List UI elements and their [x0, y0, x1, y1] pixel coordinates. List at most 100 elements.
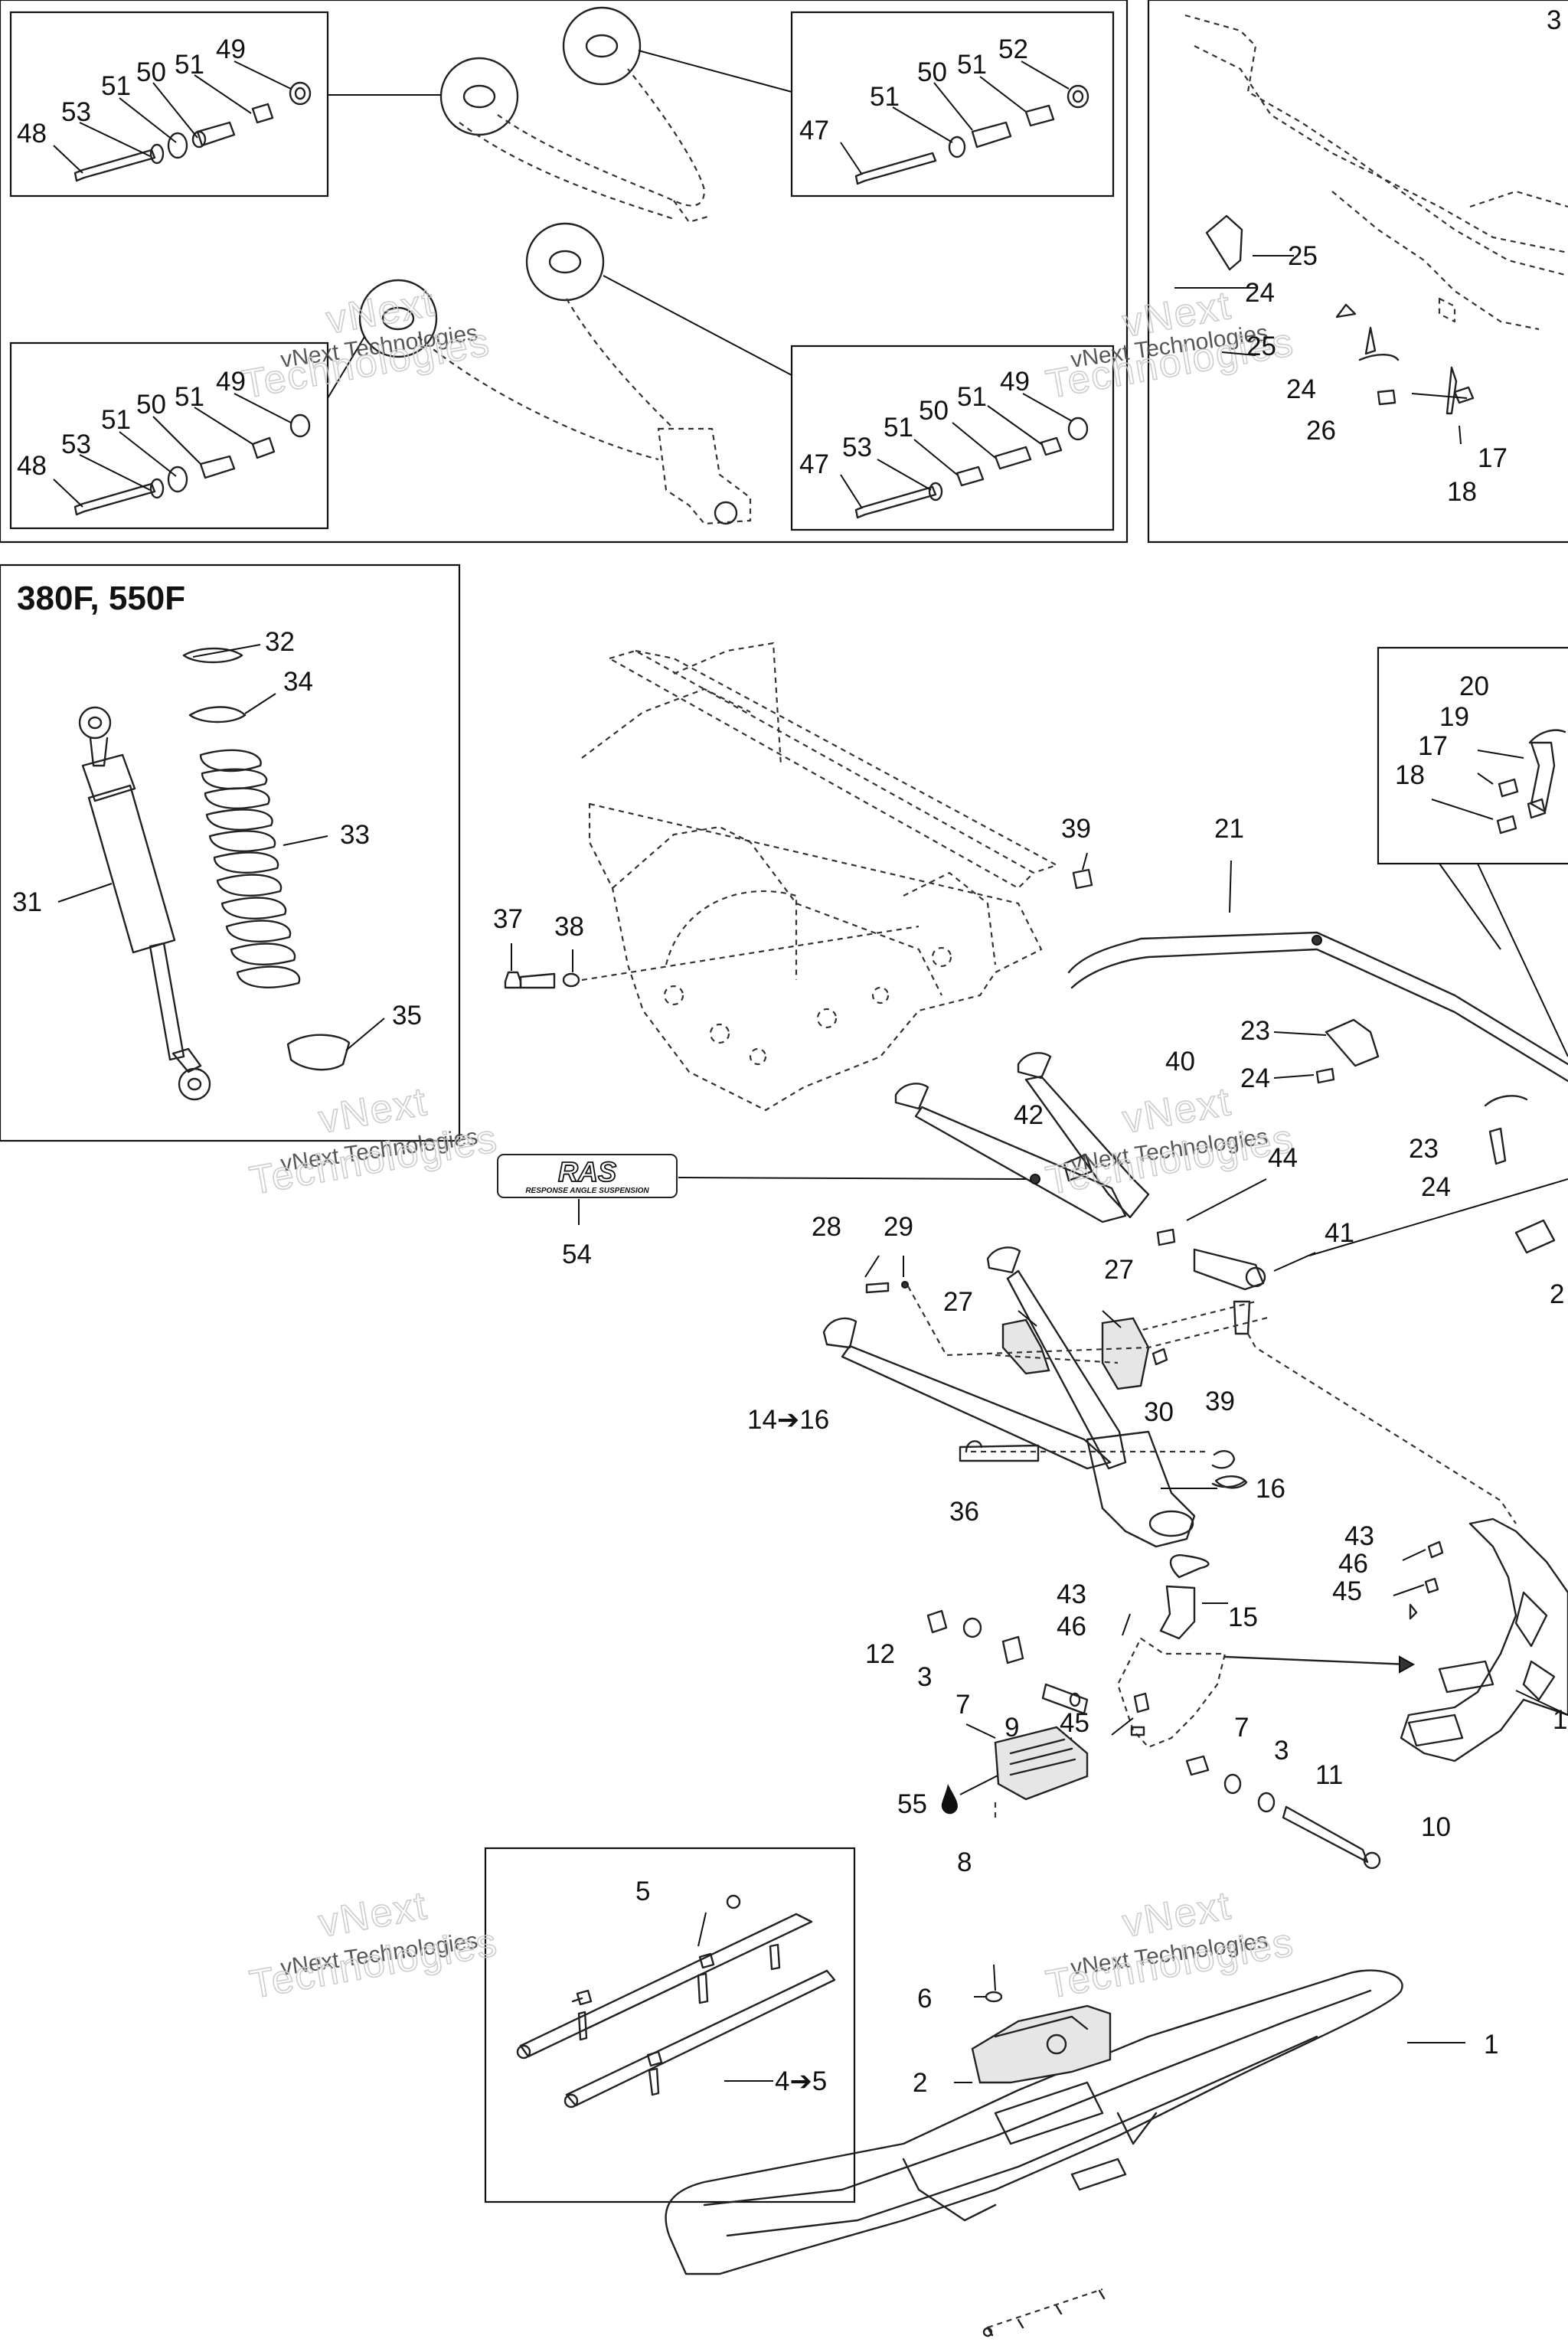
hardware-box-2: [790, 11, 1115, 198]
callout-18b: 18: [1395, 760, 1425, 790]
callout-labels: 48 53 51 50 51 49 47 51 50 51 52 48 53 5…: [12, 5, 1567, 2098]
callout-3a: 3: [917, 1662, 932, 1692]
bumper-bracket-top-right: [1174, 14, 1568, 415]
callout-53b: 53: [61, 430, 91, 459]
callout-51f: 51: [175, 382, 204, 412]
callout-23b: 23: [1409, 1134, 1439, 1164]
callout-4-5: 4➔5: [775, 2066, 827, 2096]
chassis-frame: [581, 642, 1058, 1112]
callout-leaders: [53, 60, 1468, 509]
callout-8: 8: [957, 1847, 972, 1877]
callout-51a: 51: [101, 71, 131, 101]
callout-17a: 17: [1478, 443, 1508, 473]
spindle: [1393, 1517, 1568, 1762]
callout-20: 20: [1459, 671, 1489, 701]
callout-15: 15: [1228, 1602, 1258, 1632]
callout-2: 2: [913, 2068, 927, 2098]
callout-30: 30: [1144, 1397, 1174, 1427]
steering-hardware: [864, 1255, 1272, 1640]
callout-51h: 51: [957, 382, 987, 412]
ras-logo-subtitle: RESPONSE ANGLE SUSPENSION: [525, 1187, 649, 1195]
ras-logo-text: RAS: [558, 1156, 616, 1187]
callout-36: 36: [949, 1497, 979, 1527]
inset-title: 380F, 550F: [17, 580, 185, 617]
hardware-stack-1: [74, 81, 312, 182]
callout-48b: 48: [17, 451, 47, 481]
hardware-stack-3: [74, 413, 311, 516]
upper-a-arm: [894, 1052, 1267, 1246]
hardware-box-4: [790, 345, 1115, 531]
callout-6: 6: [917, 1984, 932, 2014]
callout-32: 32: [265, 627, 295, 657]
callout-49c: 49: [1000, 367, 1030, 397]
a-arm-lower-top: [358, 222, 752, 525]
callout-48a: 48: [17, 119, 47, 149]
callout-27a: 27: [943, 1287, 973, 1317]
frame-fasteners: [504, 852, 1093, 989]
callout-1: 1: [1484, 2030, 1498, 2060]
callout-50c: 50: [136, 390, 166, 420]
callout-24b: 24: [1286, 374, 1316, 404]
callout-24a: 24: [1245, 278, 1275, 308]
callout-50b: 50: [917, 57, 947, 87]
callout-28: 28: [812, 1212, 841, 1242]
callout-38: 38: [554, 912, 584, 942]
tie-rod: [1132, 1248, 1517, 1524]
callout-53c: 53: [842, 433, 872, 462]
callout-49b: 49: [216, 367, 246, 397]
callout-10: 10: [1421, 1812, 1451, 1842]
callout-52a: 52: [998, 34, 1028, 64]
callout-51d: 51: [957, 50, 987, 80]
callout-27b: 27: [1104, 1255, 1134, 1285]
callout-34: 34: [283, 667, 313, 697]
callout-53a: 53: [61, 97, 91, 127]
watermarks: vNext Technologies vNext Technologies vN…: [238, 279, 1298, 2008]
callout-33: 33: [340, 820, 370, 850]
callout-24c: 24: [1240, 1063, 1270, 1093]
callout-42: 42: [1014, 1100, 1044, 1130]
callout-14-16: 14➔16: [747, 1405, 829, 1435]
callout-49a: 49: [216, 34, 246, 64]
ski-fasteners: [965, 1723, 1089, 2003]
bracket-inset-parts: [1431, 729, 1568, 1057]
shock-assembly: [57, 644, 385, 1101]
side-brackets: [1273, 1018, 1528, 1165]
ras-logo: RAS RESPONSE ANGLE SUSPENSION: [497, 1154, 1027, 1225]
callout-17b: 17: [1418, 731, 1448, 761]
shock-inset-panel: [0, 564, 461, 1142]
callout-29: 29: [884, 1212, 913, 1242]
sway-bar: [1067, 860, 1568, 1256]
runner-bars: [516, 1894, 836, 2109]
top-left-panel: [0, 0, 1129, 544]
callout-51c: 51: [870, 82, 900, 112]
callout-9: 9: [1004, 1713, 1019, 1743]
hardware-box-3: [9, 341, 329, 530]
callout-25a: 25: [1288, 241, 1318, 271]
callout-43a: 43: [1344, 1521, 1374, 1551]
callout-40: 40: [1165, 1047, 1195, 1076]
callout-7a: 7: [956, 1690, 970, 1720]
lower-a-arm: [822, 1246, 1248, 1548]
callout-16: 16: [1256, 1474, 1285, 1504]
runner-inset-panel: [484, 1847, 856, 2203]
callout-45a: 45: [1332, 1576, 1362, 1606]
callout-26: 26: [1306, 416, 1336, 446]
callout-12: 12: [865, 1639, 895, 1669]
lubricant-drop-icon: [941, 1784, 958, 1815]
callout-31: 31: [12, 887, 42, 917]
leader-lines-top: [327, 50, 792, 399]
top-right-panel: [1147, 0, 1568, 544]
callout-23a: 23: [1240, 1016, 1270, 1046]
ski-leg: [926, 1609, 1416, 1870]
callout-21: 21: [1214, 814, 1244, 844]
callout-51e: 51: [101, 405, 131, 435]
callout-39a: 39: [1061, 814, 1091, 844]
callout-7b: 7: [1234, 1713, 1249, 1743]
callout-11: 11: [1315, 1760, 1343, 1790]
callout-55: 55: [897, 1789, 927, 1819]
callout-25b: 25: [1246, 332, 1276, 361]
a-arm-upper-top: [439, 6, 711, 224]
callout-1-right: 1: [1553, 1705, 1567, 1735]
hardware-stack-4: [854, 416, 1089, 519]
